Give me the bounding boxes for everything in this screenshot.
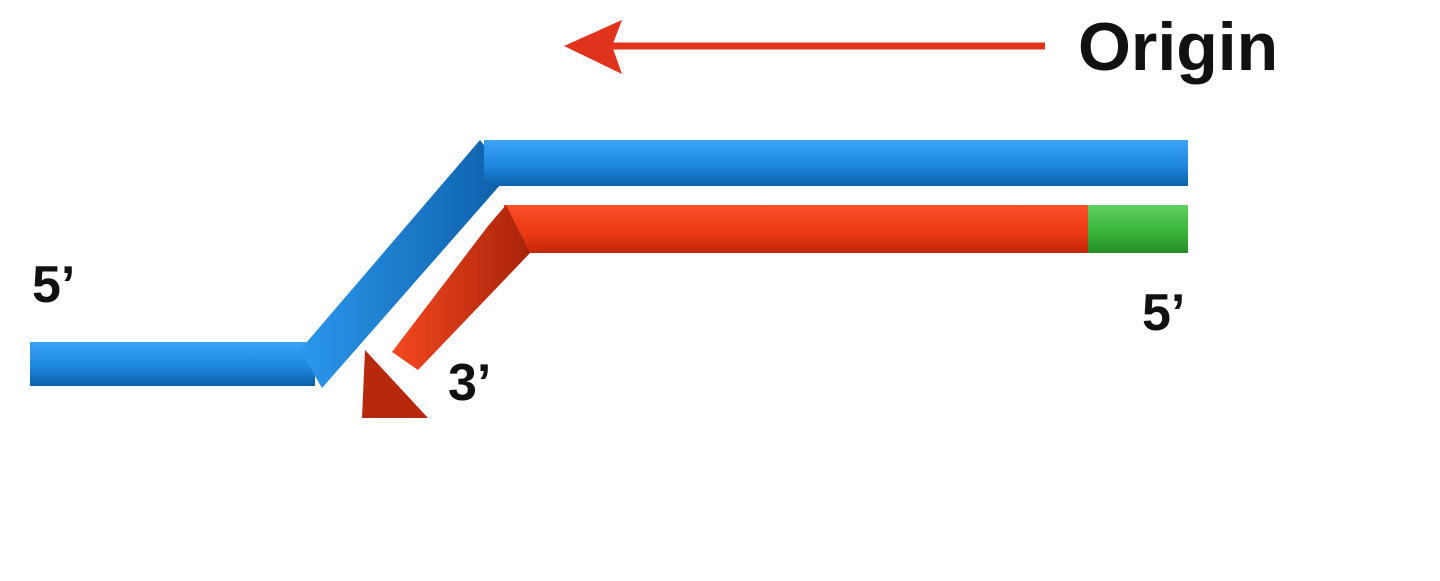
- template-strand-diagonal-segment: [300, 140, 508, 388]
- origin-arrowhead: [564, 20, 622, 74]
- new-strand-3prime-label: 3’: [448, 354, 491, 412]
- new-strand: [362, 205, 1188, 418]
- template-5prime-label: 5’: [32, 256, 75, 314]
- new-strand-5prime-label: 5’: [1142, 284, 1185, 342]
- primer-segment: [1088, 205, 1188, 253]
- origin-label: Origin: [1078, 9, 1278, 85]
- new-strand-3prime-arrowhead: [362, 350, 428, 418]
- template-strand-right-segment: [484, 140, 1188, 186]
- template-strand-left-segment: [30, 342, 315, 386]
- new-strand-horizontal-segment: [504, 205, 1088, 253]
- origin-direction-arrow: [564, 20, 1045, 74]
- template-strand: [30, 140, 1188, 388]
- new-strand-diagonal-segment: [392, 205, 530, 370]
